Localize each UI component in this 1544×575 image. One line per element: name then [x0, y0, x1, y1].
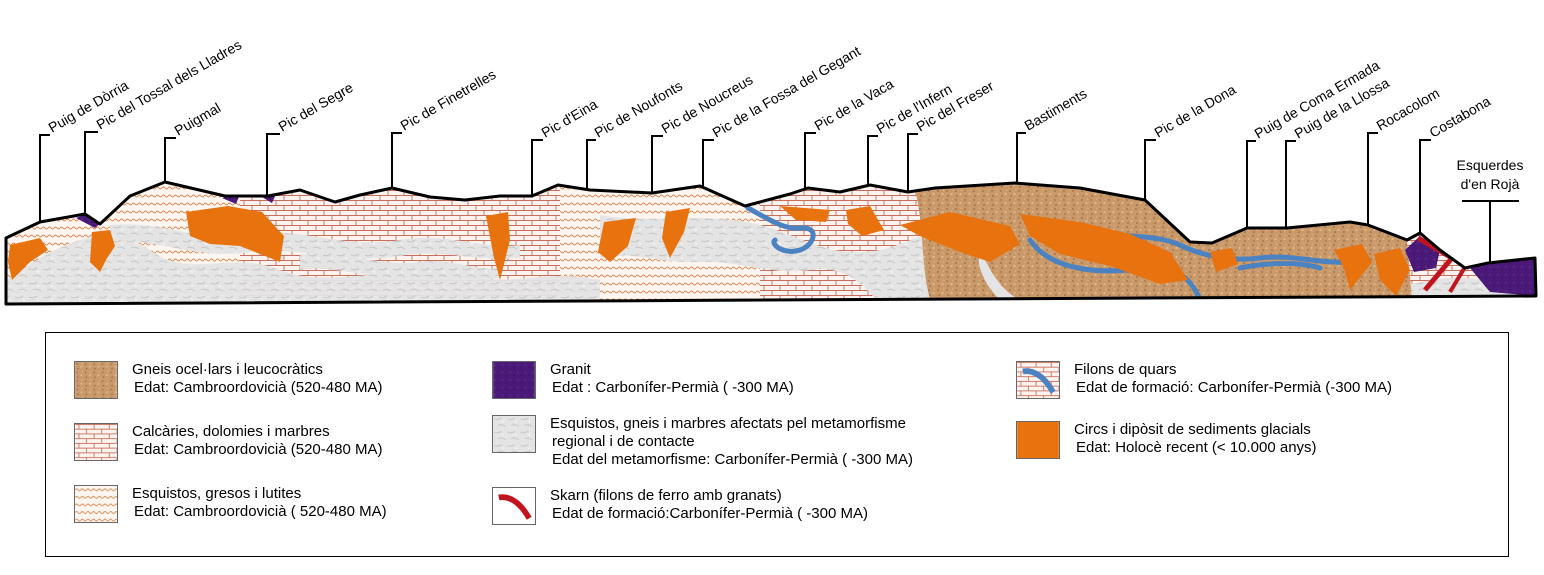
peak-leader-line	[164, 137, 176, 182]
schist-icon	[74, 485, 118, 523]
peak-label: Pic de la Dona	[1152, 81, 1239, 140]
metamorphic-icon	[492, 415, 536, 453]
peak-leader-line	[531, 139, 543, 196]
peak-leader-line	[1285, 140, 1296, 228]
peak-leader-line	[266, 133, 280, 196]
legend-title: Granit	[550, 361, 591, 378]
peak-label: Bastiments	[1022, 85, 1090, 133]
legend-detail: Edat de formació:Carbonífer-Permià ( -30…	[552, 505, 868, 522]
peak-leader-line	[1144, 139, 1156, 200]
legend-detail: Edat : Carbonífer-Permià ( -300 MA)	[552, 379, 794, 396]
side-label-line1: Esquerdes	[1457, 157, 1524, 173]
peak-leader-line	[804, 132, 816, 188]
peak-leader-line	[84, 131, 98, 214]
legend-detail: Edat: Holocè recent (< 10.000 anys)	[1076, 439, 1317, 456]
quartz-vein-icon	[1016, 361, 1060, 399]
skarn-icon	[492, 487, 536, 525]
legend-title: Esquistos, gneis i marbres afectats pel …	[550, 415, 906, 432]
legend-title: Circs i dipòsit de sediments glacials	[1074, 421, 1311, 438]
legend-item: Skarn (filons de ferro amb granats)Edat …	[492, 487, 868, 525]
peak-leader-line	[586, 139, 596, 190]
limestone-icon	[74, 423, 118, 461]
legend-title: Calcàries, dolomies i marbres	[132, 423, 330, 440]
gneis-icon	[74, 361, 118, 399]
legend-title: Skarn (filons de ferro amb granats)	[550, 487, 782, 504]
legend-detail: Edat del metamorfisme: Carbonífer-Permià…	[552, 451, 913, 468]
peak-label: Pic de Finetrelles	[398, 66, 499, 134]
legend-detail: Edat de formació: Carbonífer-Permià (-30…	[1076, 379, 1392, 396]
legend-detail: Edat: Cambroordovicià (520-480 MA)	[134, 441, 383, 458]
granite-icon	[492, 361, 536, 399]
legend-text: Skarn (filons de ferro amb granats)Edat …	[550, 487, 868, 523]
peak-label: Puigmal	[172, 99, 224, 138]
legend-detail: Edat: Cambroordovicià (520-480 MA)	[134, 379, 383, 396]
legend-detail: regional i de contacte	[552, 433, 695, 450]
legend-title: Gneis ocel·lars i leucocràtics	[132, 361, 323, 378]
glacial-icon	[1016, 421, 1060, 459]
peak-label: Pic d'Eina	[539, 96, 601, 141]
side-label-bracket	[1462, 200, 1519, 262]
peak-leader-line	[1016, 132, 1026, 183]
legend-title: Filons de quars	[1074, 361, 1177, 378]
peak-leader-line	[391, 132, 402, 188]
legend-text: Esquistos, gneis i marbres afectats pel …	[550, 415, 913, 469]
peak-leader-line	[651, 135, 663, 193]
peak-leader-line	[1367, 132, 1378, 225]
side-label-line2: d'en Rojà	[1461, 176, 1520, 192]
peak-leader-line	[702, 139, 714, 186]
peak-label: Pic del Segre	[276, 79, 356, 135]
peak-leader-line	[1246, 140, 1256, 228]
legend-title: Esquistos, gresos i lutites	[132, 485, 302, 502]
peak-leader-line	[867, 135, 878, 185]
legend-item: Esquistos, gneis i marbres afectats pel …	[492, 415, 913, 469]
peak-leader-line	[1419, 139, 1431, 233]
peak-leader-line	[907, 133, 918, 192]
peak-leader-line	[39, 134, 50, 222]
legend-detail: Edat: Cambroordovicià ( 520-480 MA)	[134, 503, 387, 520]
